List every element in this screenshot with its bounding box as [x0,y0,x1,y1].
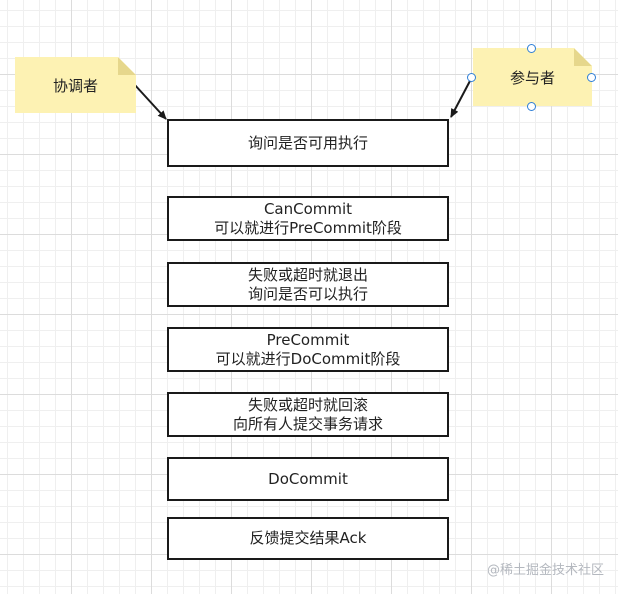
participant-note[interactable]: 参与者 [473,48,592,106]
step-box-precommit[interactable]: PreCommit 可以就进行DoCommit阶段 [167,327,449,372]
step-box-cancommit[interactable]: CanCommit 可以就进行PreCommit阶段 [167,196,449,241]
selection-handle-bottom[interactable] [527,102,536,111]
step-box-fail-exit[interactable]: 失败或超时就退出 询问是否可以执行 [167,262,449,307]
arrow-participant-to-step1 [450,78,472,118]
step-text-line2: 可以就进行DoCommit阶段 [215,349,401,368]
selection-handle-right[interactable] [587,73,596,82]
step-text-line2: 向所有人提交事务请求 [232,414,383,433]
step-text-line1: PreCommit [266,330,350,349]
coordinator-label: 协调者 [52,76,98,95]
step-text: DoCommit [268,469,348,488]
step-box-fail-rollback[interactable]: 失败或超时就回滚 向所有人提交事务请求 [167,392,449,437]
step-text-line1: CanCommit [263,199,353,218]
coordinator-note[interactable]: 协调者 [15,57,136,113]
selection-handle-left[interactable] [467,73,476,82]
participant-label: 参与者 [509,68,555,87]
arrow-coordinator-to-step1 [133,83,167,120]
step-text-line1: 失败或超时就回滚 [247,395,368,414]
step-box-ask-executable[interactable]: 询问是否可用执行 [167,119,449,167]
selection-handle-top[interactable] [527,44,536,53]
watermark: @稀土掘金技术社区 [486,563,604,578]
step-text-line2: 询问是否可以执行 [247,284,368,303]
step-box-docommit[interactable]: DoCommit [167,457,449,501]
step-text-line2: 可以就进行PreCommit阶段 [214,218,402,237]
step-text-line1: 失败或超时就退出 [247,265,368,284]
step-box-ack[interactable]: 反馈提交结果Ack [167,517,449,560]
step-text: 反馈提交结果Ack [249,529,367,547]
step-text: 询问是否可用执行 [247,133,368,152]
